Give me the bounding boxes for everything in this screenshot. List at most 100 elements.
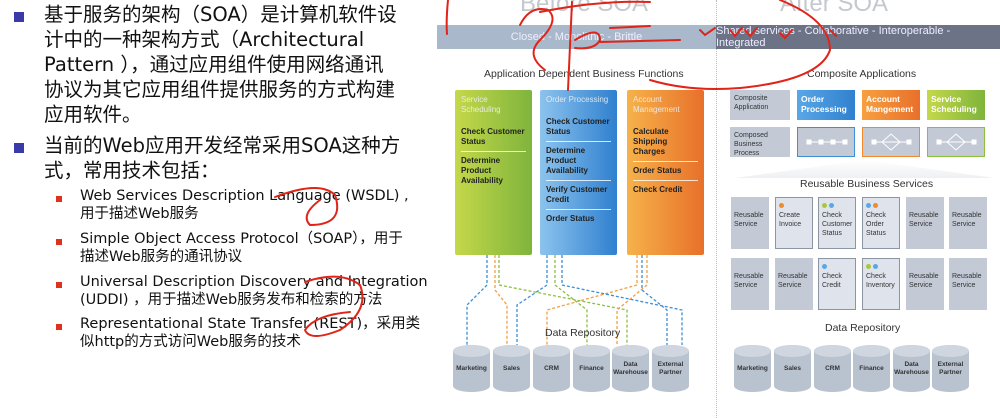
dot-icon	[829, 203, 834, 208]
before-repository-label: Data Repository	[545, 327, 621, 339]
before-subtitle: Application Dependent Business Functions	[484, 68, 684, 80]
repository-label: Sales	[784, 364, 801, 372]
sub-bullet-wsdl: Web Services Description Language (WSDL)…	[80, 187, 430, 223]
dot-icon	[873, 264, 878, 269]
function-item: Calculate Shipping Charges	[633, 123, 698, 162]
before-column-service-scheduling: Service Scheduling Check Customer Status…	[455, 90, 532, 255]
line: Simple Object Access Protocol（SOAP），用于	[80, 231, 403, 247]
function-item: Order Status	[633, 162, 698, 181]
repository-cylinder: Marketing	[453, 345, 490, 392]
service-tile: Reusable Service	[906, 197, 944, 249]
repository-label: Sales	[503, 364, 520, 372]
line: Pattern ），通过应用组件使用网络通讯	[44, 53, 384, 76]
repository-cylinder: Data Warehouse	[612, 345, 649, 392]
repository-cylinder: CRM	[533, 345, 570, 392]
line: 似http的方式访问Web服务的技术	[80, 334, 301, 350]
service-label: Check Inventory	[866, 273, 895, 289]
after-repository-label: Data Repository	[825, 322, 901, 334]
sub-bullet-icon	[56, 324, 62, 330]
service-tile: Check Credit	[818, 258, 856, 310]
repository-cylinder: CRM	[814, 345, 851, 392]
before-banner: Closed - Monolithic - Brittle	[437, 25, 716, 49]
repository-cylinder: Data Warehouse	[893, 345, 930, 392]
bullet-icon	[14, 12, 24, 22]
dot-icon	[873, 203, 878, 208]
service-tile: Check Inventory	[862, 258, 900, 310]
dot-icon	[822, 264, 827, 269]
line: 用于描述Web服务	[80, 206, 199, 222]
function-item: Check Credit	[633, 185, 683, 194]
repository-label: Marketing	[456, 364, 487, 372]
repository-label: CRM	[825, 364, 840, 372]
composed-process-label: Composed Business Process	[730, 127, 790, 157]
line: Representational State Transfer (REST)，采…	[80, 316, 421, 332]
column-title: Account Management	[633, 95, 680, 114]
line: 式，常用技术包括：	[44, 159, 220, 182]
service-tile: Reusable Service	[906, 258, 944, 310]
column-title: Service Scheduling	[461, 95, 501, 114]
function-item: Check Customer Status	[546, 113, 611, 142]
line: 基于服务的架构（SOA）是计算机软件设	[44, 3, 397, 26]
app-order-processing: Order Processing	[797, 90, 855, 120]
bullet-2: 当前的Web应用开发经常采用SOA这种方 式，常用技术包括：	[44, 133, 434, 183]
repository-cylinder: Marketing	[734, 345, 771, 392]
before-column-account-management: Account Management Calculate Shipping Ch…	[627, 90, 704, 255]
service-tile: Check Order Status	[862, 197, 900, 249]
line: 应用软件。	[44, 103, 142, 126]
bullet-icon	[14, 143, 24, 153]
repository-label: Finance	[859, 364, 884, 372]
repository-label: Data Warehouse	[894, 360, 929, 376]
service-tile: Create Invoice	[775, 197, 813, 249]
before-column-order-processing: Order Processing Check Customer Status D…	[540, 90, 617, 255]
repository-label: Data Warehouse	[613, 360, 648, 376]
repository-label: Finance	[579, 364, 604, 372]
dot-icon	[866, 264, 871, 269]
service-tile: Reusable Service	[731, 258, 769, 310]
service-label: Check Customer Status	[822, 212, 853, 237]
composite-application-label: Composite Application	[730, 90, 790, 120]
repository-cylinder: Sales	[774, 345, 811, 392]
service-label: Check Order Status	[866, 212, 886, 237]
service-tile: Reusable Service	[731, 197, 769, 249]
process-flow-icons	[806, 133, 977, 151]
sub-bullet-icon	[56, 282, 62, 288]
before-title: Before SOA	[520, 0, 649, 17]
service-label: Create Invoice	[779, 212, 802, 228]
repository-label: CRM	[544, 364, 559, 372]
repository-cylinder: Finance	[853, 345, 890, 392]
repository-label: Marketing	[737, 364, 768, 372]
service-tile: Reusable Service	[949, 197, 987, 249]
line: 协议为其它应用组件提供服务的方式构建	[44, 78, 396, 101]
sub-bullet-rest: Representational State Transfer (REST)，采…	[80, 315, 430, 351]
repository-cylinder: Finance	[573, 345, 610, 392]
column-title: Order Processing	[546, 95, 609, 104]
function-item: Verify Customer Credit	[546, 181, 611, 210]
repository-label: External Partner	[937, 360, 964, 376]
service-tile: Reusable Service	[775, 258, 813, 310]
sub-bullet-icon	[56, 196, 62, 202]
repository-cylinder: External Partner	[932, 345, 969, 392]
sub-bullet-soap: Simple Object Access Protocol（SOAP），用于描述…	[80, 230, 430, 266]
sub-bullet-icon	[56, 239, 62, 245]
service-label: Check Credit	[822, 273, 842, 289]
function-item: Determine Product Availability	[546, 142, 611, 181]
line: 当前的Web应用开发经常采用SOA这种方	[44, 134, 401, 157]
function-item: Order Status	[546, 214, 595, 223]
line: Web Services Description Language (WSDL)…	[80, 188, 409, 204]
services-title: Reusable Business Services	[800, 178, 934, 190]
divider	[716, 0, 717, 418]
dot-icon	[866, 203, 871, 208]
bullet-1: 基于服务的架构（SOA）是计算机软件设 计中的一种架构方式（Architectu…	[44, 2, 434, 127]
data-connection-lines	[466, 255, 683, 345]
repository-cylinder: External Partner	[652, 345, 689, 392]
app-account-management: Account Mangement	[862, 90, 920, 120]
repository-label: External Partner	[657, 360, 684, 376]
function-item: Determine Product Availability	[461, 156, 503, 185]
line: 描述Web服务的通讯协议	[80, 249, 243, 265]
line: 计中的一种架构方式（Architectural	[44, 28, 365, 51]
service-tile: Reusable Service	[949, 258, 987, 310]
after-banner: Shared services - Collaborative - Intero…	[716, 25, 1000, 49]
dot-icon	[779, 203, 784, 208]
line: (UDDI) ，用于描述Web服务发布和检索的方法	[80, 292, 383, 308]
function-item: Check Customer Status	[461, 123, 526, 152]
